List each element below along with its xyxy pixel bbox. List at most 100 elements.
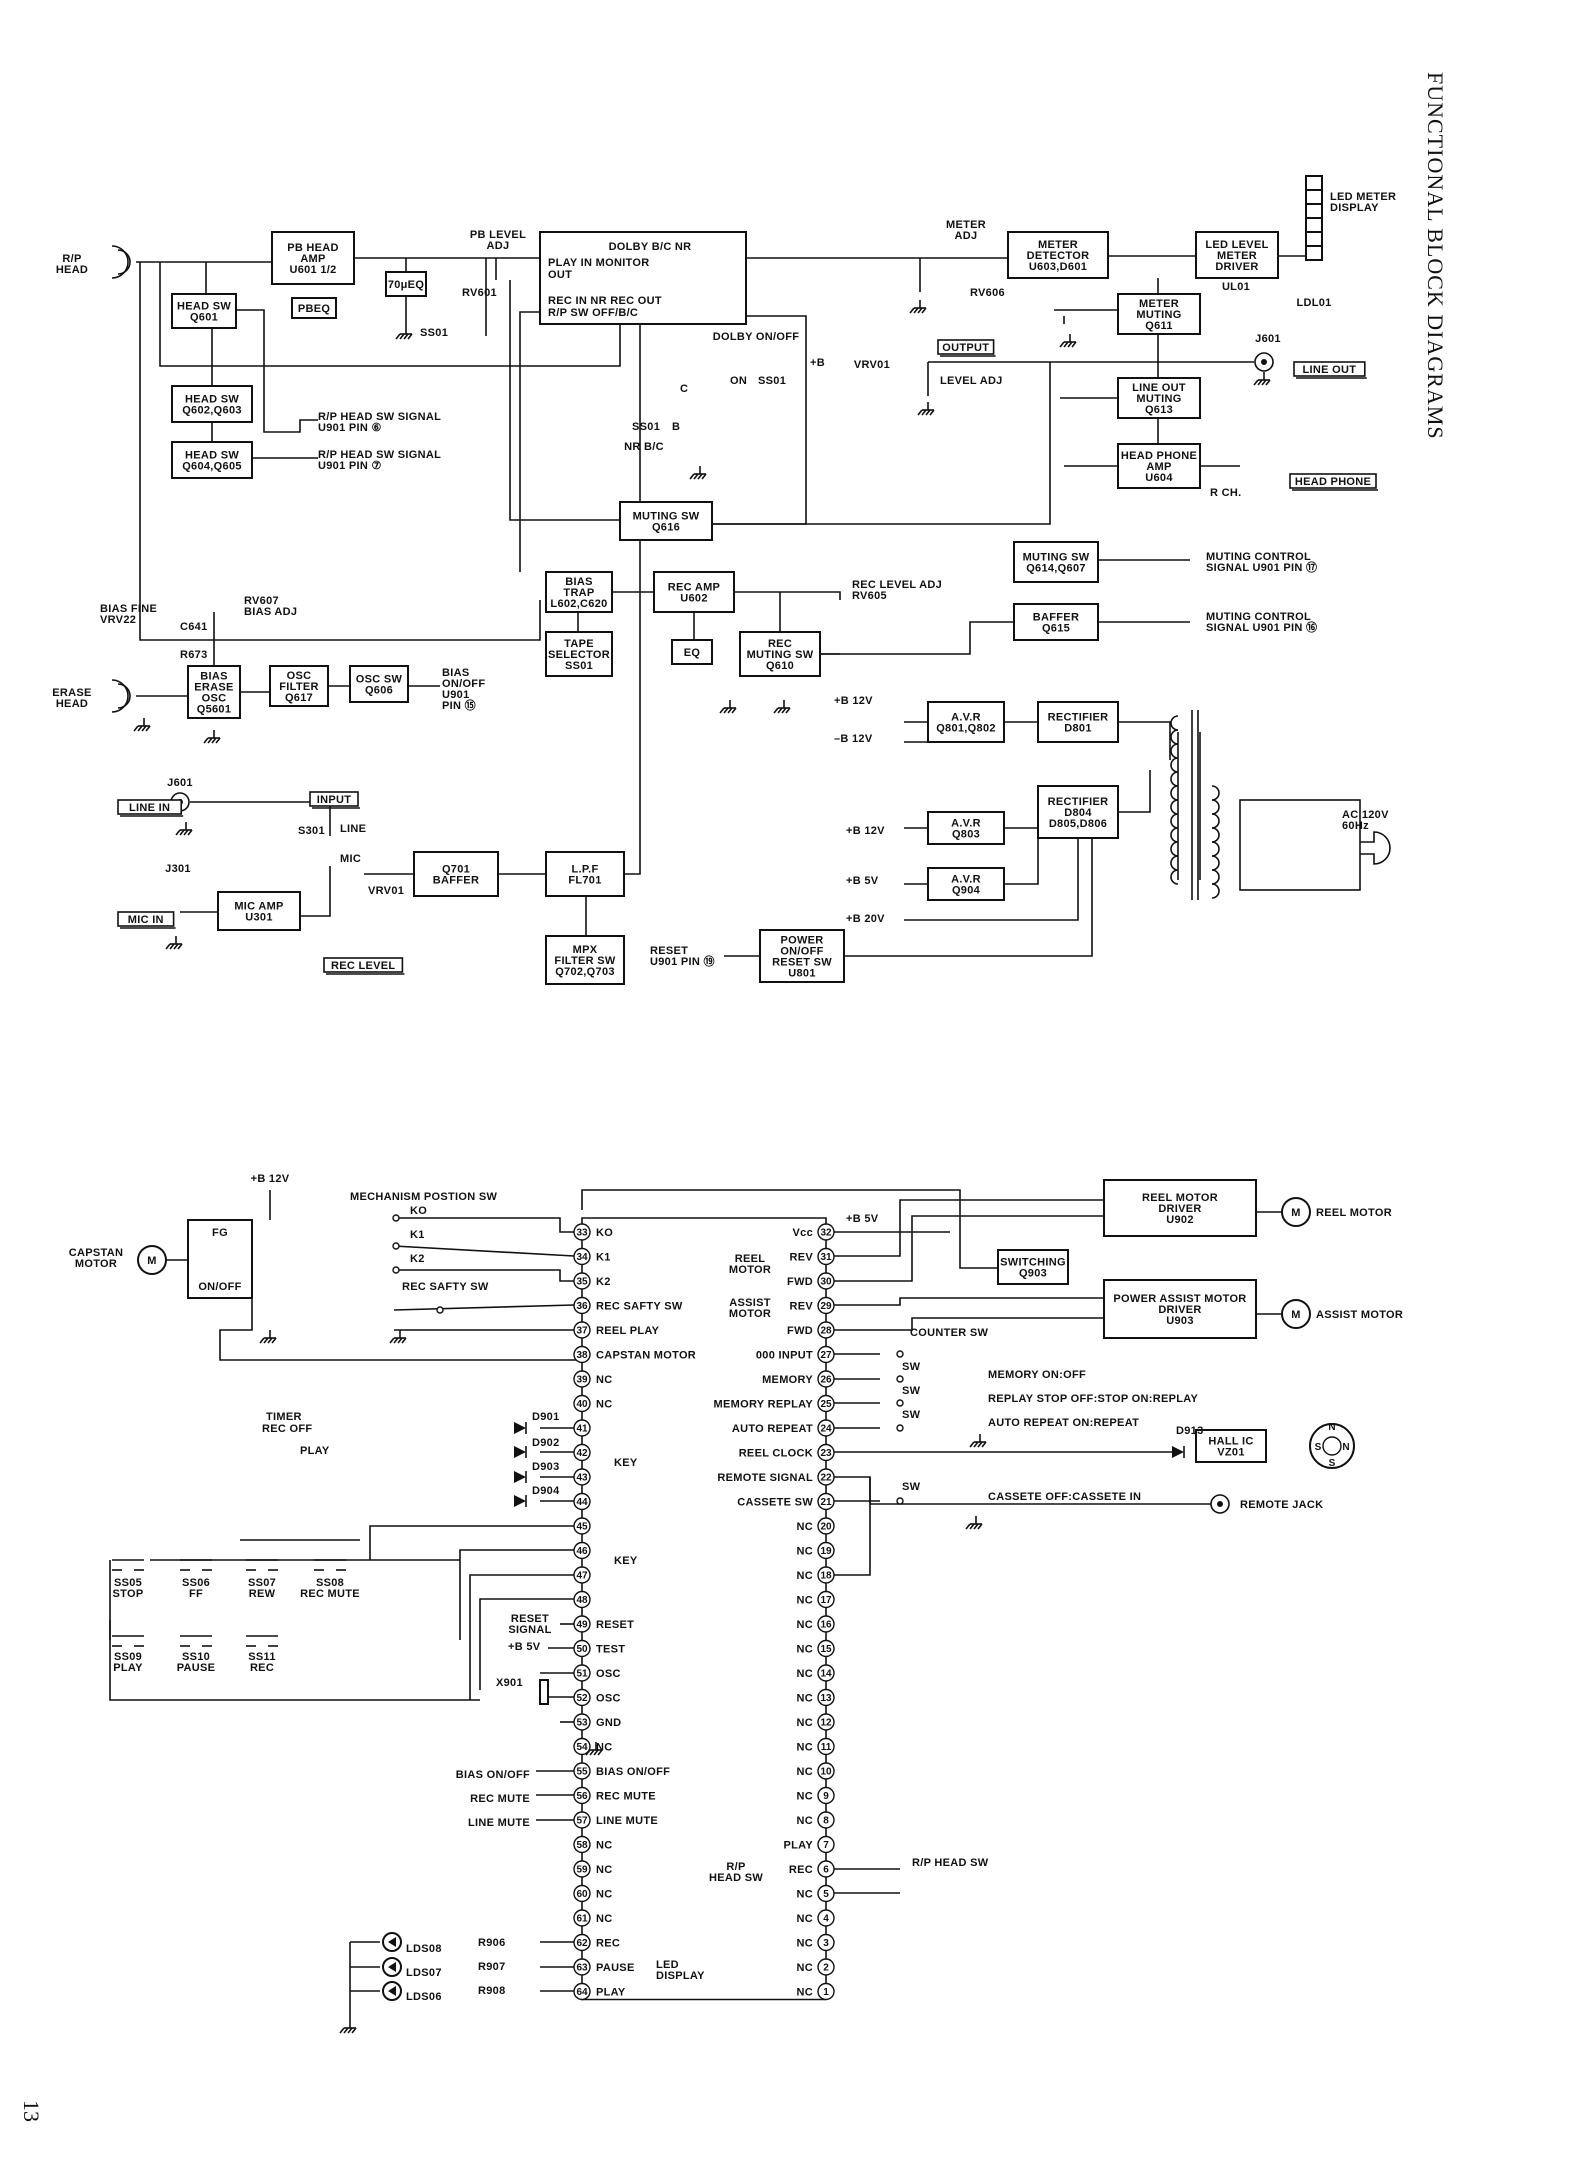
pin-marker — [817, 1394, 835, 1413]
pin-name: NC — [797, 1521, 814, 1533]
pin-number: 55 — [576, 1767, 588, 1778]
reelmotorlbl-label-line: REEL MOTOR — [1316, 1207, 1392, 1219]
bb-label-line: B — [672, 421, 680, 433]
dolbyonoff-label-line: DOLBY ON/OFF — [713, 331, 800, 343]
rv607-label-line: RV607 — [244, 595, 279, 607]
top-wiring — [111, 245, 1391, 957]
j601a-label: J601 — [1255, 333, 1281, 345]
pin-marker — [573, 1566, 591, 1584]
pin-name: NC — [797, 1791, 814, 1803]
pin-name: PAUSE — [596, 1962, 635, 1974]
pin-number: 50 — [576, 1644, 588, 1655]
ss09-label-line: PLAY — [113, 1662, 143, 1674]
pin-name: REV — [789, 1301, 813, 1313]
linemuteout-label-line: LINE MUTE — [468, 1817, 530, 1829]
avr803-text-line: Q803 — [952, 829, 980, 841]
pin-4: 4NC — [797, 1909, 835, 1927]
ground-icon — [909, 300, 927, 314]
ground-icon — [965, 1516, 983, 1530]
svg-text:N: N — [1328, 1422, 1335, 1433]
pin-50: 50 TEST — [573, 1639, 625, 1658]
pin-marker — [817, 1247, 835, 1266]
pin-number: 8 — [823, 1816, 829, 1827]
pin-number: 33 — [576, 1228, 588, 1239]
pin-marker — [573, 1860, 591, 1878]
b5v-label-line: +B 5V — [846, 875, 879, 887]
baffer701-box — [413, 851, 499, 897]
pin-number: 16 — [820, 1620, 832, 1631]
ss01c-label: SS01 — [632, 421, 660, 433]
rv601-label-line: RV601 — [462, 287, 497, 299]
avr801-box — [927, 701, 1005, 743]
ground-icon — [689, 466, 707, 480]
biasosc-text-line: ERASE — [194, 682, 233, 694]
ss05-label-line: STOP — [113, 1588, 144, 1600]
diode-icon — [514, 1495, 527, 1507]
cc-label-line: C — [680, 383, 688, 395]
rphead-label-line: R/P — [62, 253, 81, 265]
linein-tag: LINE IN — [117, 799, 184, 817]
lds08-label-line: LDS08 — [406, 1943, 442, 1955]
rphsw2-label-line: R/P HEAD SW SIGNAL — [318, 449, 441, 461]
pin-41: 41 — [573, 1419, 591, 1437]
b5v2-label: +B 5V — [508, 1641, 541, 1653]
pin-marker — [573, 1884, 591, 1903]
assistdrv-text-line: U903 — [1166, 1315, 1194, 1327]
recamp-text-line: U602 — [680, 593, 708, 605]
x901-label: X901 — [496, 1677, 523, 1689]
remotejack-label: REMOTE JACK — [1240, 1499, 1323, 1511]
r906-label-line: R906 — [478, 1937, 506, 1949]
pin-marker — [817, 1958, 835, 1976]
ss08-label-line: REC MUTE — [300, 1588, 360, 1600]
ground-icon — [339, 2020, 357, 2034]
wire — [904, 838, 1079, 921]
remotejack-label-line: REMOTE JACK — [1240, 1499, 1323, 1511]
pin-marker — [817, 1884, 835, 1903]
pin-name: TEST — [596, 1644, 625, 1656]
biastrap-box — [545, 571, 613, 613]
recmuteout-label-line: REC MUTE — [470, 1793, 530, 1805]
rphsw-label-line: R/P — [726, 1861, 745, 1873]
jack-icon — [1254, 352, 1274, 372]
pin-marker — [817, 1590, 835, 1609]
page-title: FUNCTIONAL BLOCK DIAGRAMS — [1423, 72, 1448, 440]
pin-name: NC — [797, 1815, 814, 1827]
ledmeter-label-line: LED METER — [1330, 191, 1396, 203]
ss06-label-line: SS06 — [182, 1577, 210, 1589]
fg-text-line: FG — [212, 1227, 228, 1239]
pin-number: 36 — [576, 1301, 588, 1312]
pin-marker — [817, 1541, 835, 1560]
reset-label-line: U901 PIN ⑲ — [650, 954, 715, 968]
eq70-text: 70μEQ — [388, 279, 425, 291]
pin-number: 15 — [820, 1644, 832, 1655]
pin-number: 9 — [823, 1791, 829, 1802]
avr801-text-line: Q801,Q802 — [936, 723, 996, 735]
pin-marker — [817, 1321, 835, 1339]
d901-label: D901 — [532, 1411, 560, 1423]
switch-contact-icon — [392, 1266, 400, 1274]
pin-number: 1 — [823, 1987, 829, 1998]
rphsw1-label-line: U901 PIN ⑥ — [318, 422, 382, 434]
